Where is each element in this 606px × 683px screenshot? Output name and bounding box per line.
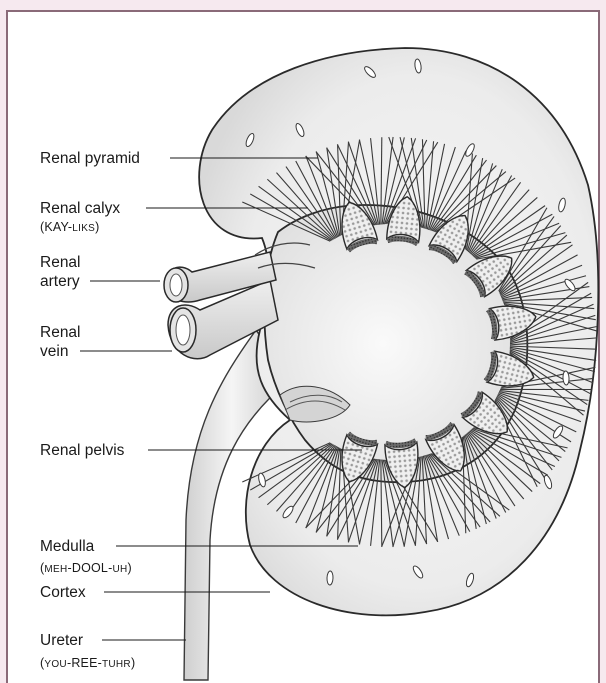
label-ureter: Ureter — [40, 631, 83, 650]
label-renal-calyx: Renal calyx — [40, 199, 120, 218]
pronunciation-calyx: (KAY-LIKS) — [40, 219, 100, 237]
cortex-vessel-12 — [327, 571, 333, 585]
label-renal-vein-line2: vein — [40, 342, 68, 361]
cortex-vessel-7 — [563, 371, 570, 385]
label-renal-pelvis: Renal pelvis — [40, 441, 124, 460]
label-renal-pyramid: Renal pyramid — [40, 149, 140, 168]
label-renal-artery-line1: Renal — [40, 253, 81, 272]
pronunciation-ureter: (YOU-REE-TUHR) — [40, 655, 135, 673]
label-renal-artery-line2: artery — [40, 272, 80, 291]
label-medulla: Medulla — [40, 537, 94, 556]
label-renal-vein-line1: Renal — [40, 323, 81, 342]
label-cortex: Cortex — [40, 583, 86, 602]
pronunciation-medulla: (MEH-DOOL-UH) — [40, 560, 132, 578]
